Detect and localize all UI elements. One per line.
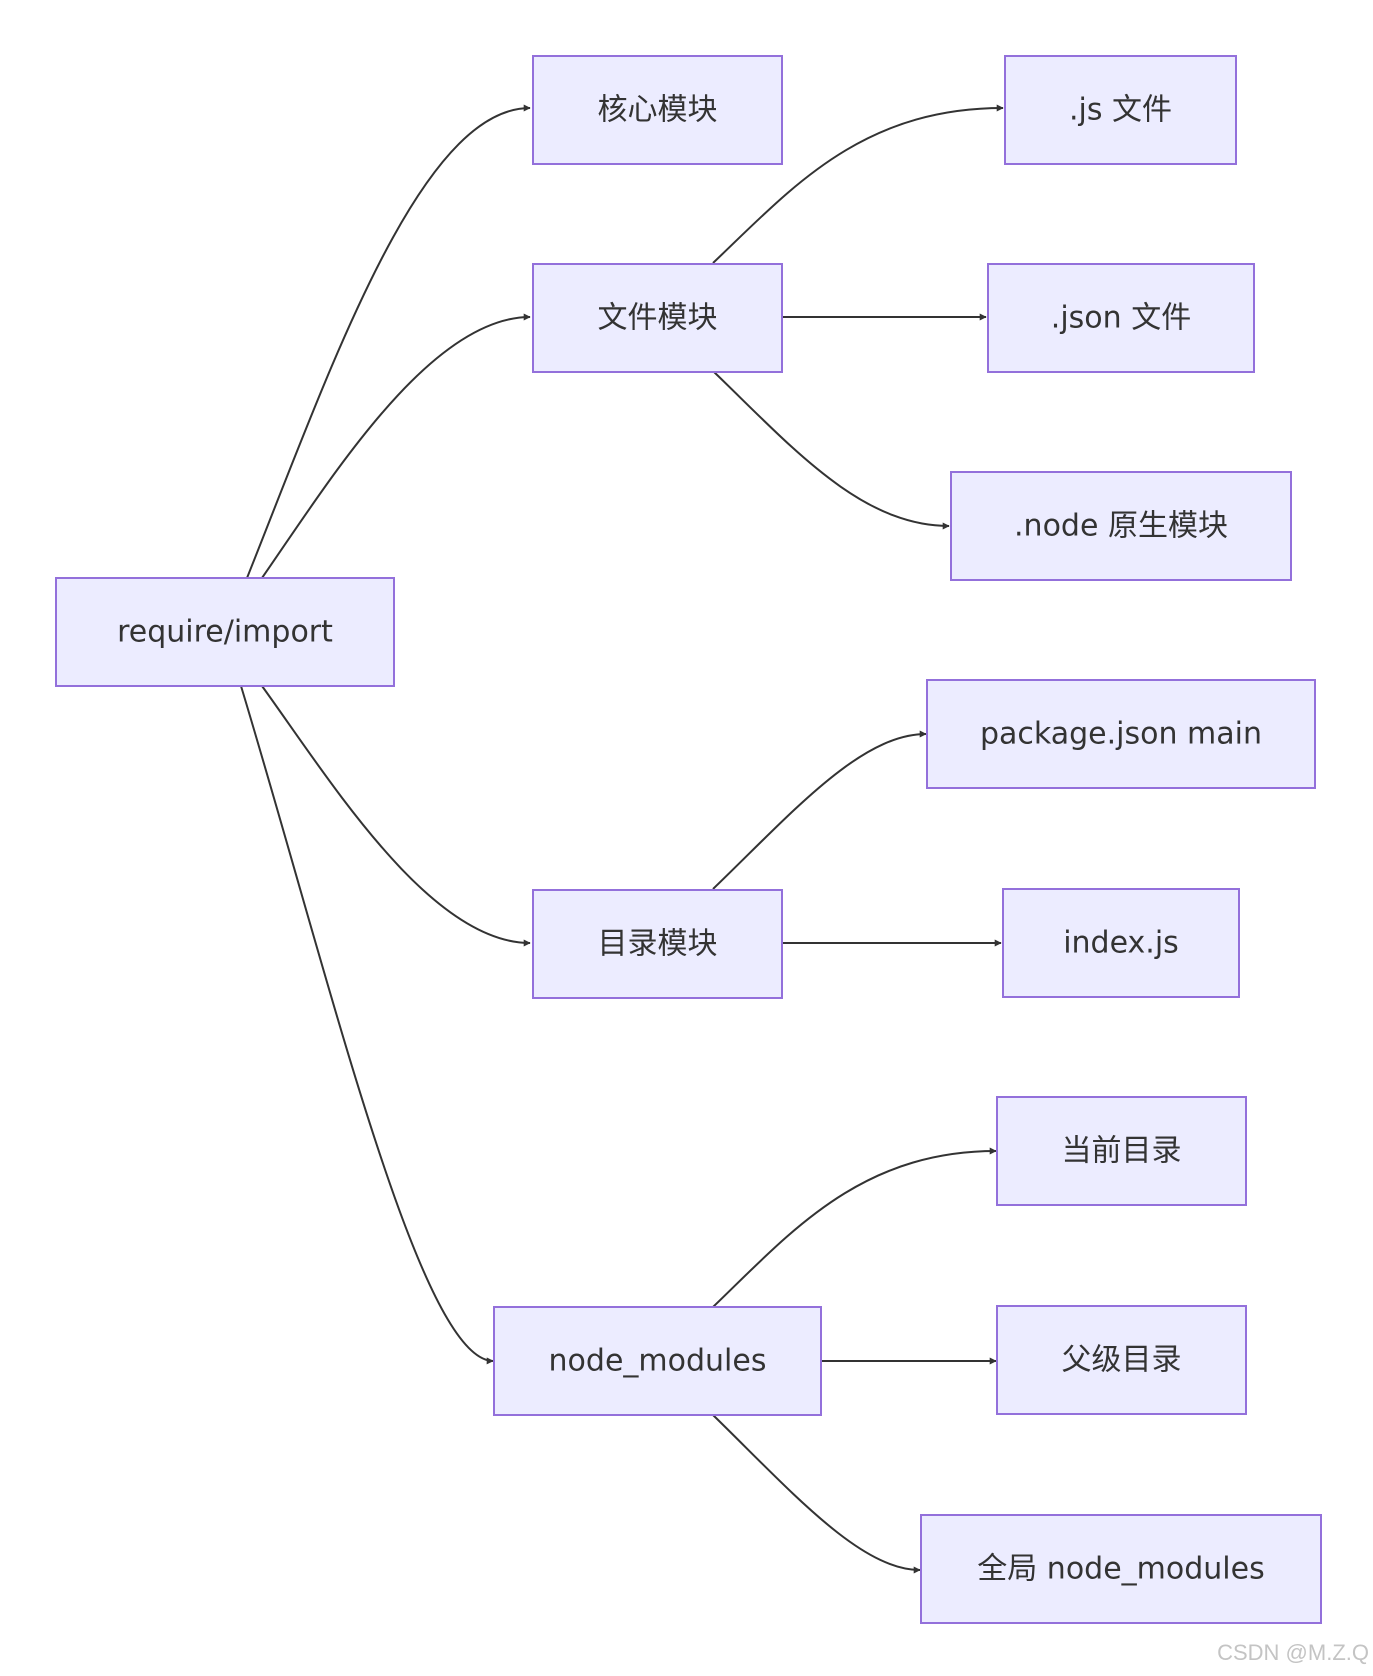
watermark: CSDN @M.Z.Q: [1217, 1640, 1369, 1665]
node-label: node_modules: [549, 1344, 767, 1379]
node-current-directory: 当前目录: [996, 1096, 1247, 1206]
node-label: index.js: [1063, 926, 1179, 961]
node-parent-directory: 父级目录: [996, 1305, 1247, 1415]
node-native-module: .node 原生模块: [950, 471, 1292, 581]
node-node-modules: node_modules: [493, 1306, 822, 1416]
edge-dir-to-pkg: [712, 730, 927, 890]
node-js-file: .js 文件: [1004, 55, 1237, 165]
node-index-js: index.js: [1002, 888, 1240, 998]
node-label: 全局 node_modules: [977, 1552, 1264, 1587]
node-label: 当前目录: [1062, 1134, 1182, 1169]
node-global-node-modules: 全局 node_modules: [920, 1514, 1322, 1624]
node-label: require/import: [117, 615, 333, 650]
node-label: package.json main: [980, 717, 1262, 752]
edge-file-to-js: [712, 104, 1004, 264]
node-label: .node 原生模块: [1014, 509, 1228, 544]
edge-root-to-nm: [240, 685, 494, 1365]
node-label: 目录模块: [598, 927, 718, 962]
node-core-module: 核心模块: [532, 55, 783, 165]
node-label: 文件模块: [598, 301, 718, 336]
node-file-module: 文件模块: [532, 263, 783, 373]
node-package-json-main: package.json main: [926, 679, 1316, 789]
node-directory-module: 目录模块: [532, 889, 783, 999]
node-label: 父级目录: [1062, 1343, 1182, 1378]
node-json-file: .json 文件: [987, 263, 1255, 373]
node-label: .js 文件: [1069, 93, 1172, 128]
node-label: 核心模块: [598, 93, 718, 128]
edge-root-to-file: [261, 313, 531, 579]
edge-nm-to-global: [712, 1414, 921, 1574]
edge-file-to-native: [712, 370, 950, 530]
edge-root-to-core: [246, 104, 531, 579]
edge-root-to-dir: [261, 685, 531, 947]
edge-nm-to-cur: [712, 1147, 997, 1308]
node-require-import: require/import: [55, 577, 395, 687]
node-label: .json 文件: [1051, 301, 1191, 336]
